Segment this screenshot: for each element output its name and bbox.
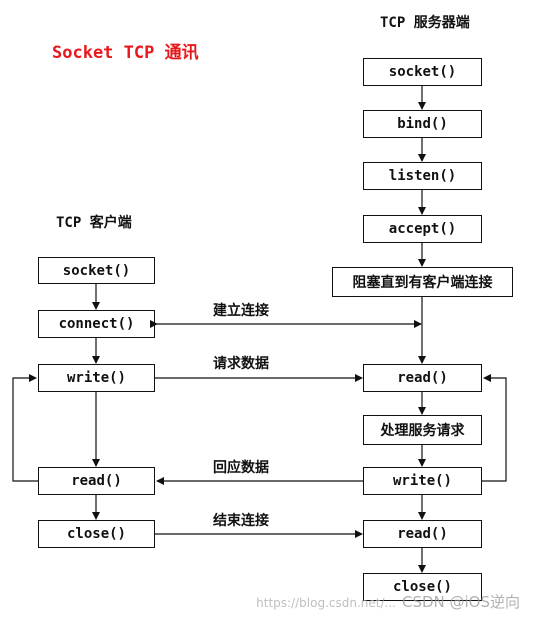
arrow-client-loop [12,374,38,482]
server-listen-box: listen() [363,162,482,190]
client-socket-box: socket() [38,257,155,284]
server-bind-box: bind() [363,110,482,138]
server-close-box: close() [363,573,482,601]
diagram-title: Socket TCP 通讯 [52,43,199,63]
edge-label-response: 回应数据 [213,460,269,476]
client-close-box: close() [38,520,155,548]
server-socket-box: socket() [363,58,482,86]
server-label: TCP 服务器端 [380,15,470,31]
client-label: TCP 客户端 [56,215,132,231]
server-accept-box: accept() [363,215,482,243]
watermark-url: https://blog.csdn.net/... [256,596,396,610]
server-block-box: 阻塞直到有客户端连接 [332,267,513,297]
watermark: https://blog.csdn.net/... CSDN @iOS逆向 [256,591,520,612]
server-process-box: 处理服务请求 [363,415,482,445]
edge-label-close: 结束连接 [213,513,269,529]
server-read-box: read() [363,364,482,392]
client-connect-box: connect() [38,310,155,338]
arrow-server-loop [482,374,507,482]
edge-label-request: 请求数据 [213,356,269,372]
client-write-box: write() [38,364,155,392]
watermark-brand: CSDN @iOS逆向 [401,593,520,611]
server-read2-box: read() [363,520,482,548]
client-read-box: read() [38,467,155,495]
server-write-box: write() [363,467,482,495]
edge-label-connect: 建立连接 [213,303,269,319]
